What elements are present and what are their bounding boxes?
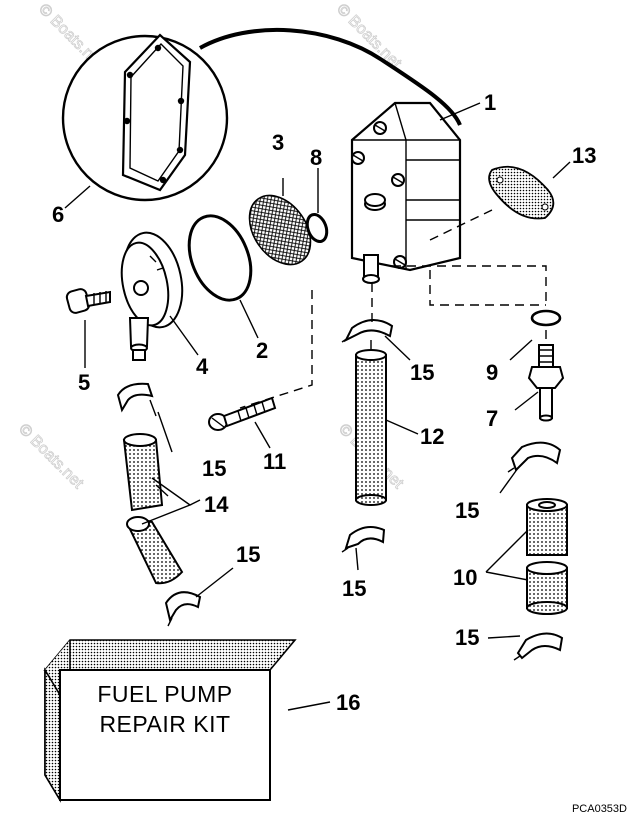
part-7-fitting xyxy=(527,344,565,422)
callout-7: 7 xyxy=(486,406,498,431)
part-15-clamp-e xyxy=(164,591,202,627)
callout-numbers: 1 13 3 8 6 2 4 5 15 9 7 12 11 15 14 15 1… xyxy=(52,90,596,715)
part-15-clamp-a xyxy=(341,319,394,343)
part-13-gasket xyxy=(488,165,555,220)
part-15-clamp-f xyxy=(513,632,564,661)
callout-15-d: 15 xyxy=(342,576,366,601)
part-2-o-ring xyxy=(187,214,253,302)
part-3-filter-screen xyxy=(248,194,312,266)
diagram-code: PCA0353D xyxy=(572,803,627,815)
callout-15-e: 15 xyxy=(236,542,260,567)
callout-11: 11 xyxy=(263,449,286,474)
part-14-fuel-hoses xyxy=(122,433,184,585)
callout-1: 1 xyxy=(484,90,496,115)
callout-8: 8 xyxy=(310,145,322,170)
part-10-filter-elements xyxy=(526,498,568,615)
callout-14: 14 xyxy=(204,492,229,517)
part-6-gasket-detail xyxy=(61,28,462,202)
part-1-fuel-pump-body xyxy=(350,101,462,284)
callout-2: 2 xyxy=(256,338,268,363)
assembly-dashed-lines xyxy=(239,209,547,409)
callout-10: 10 xyxy=(453,565,477,590)
part-15-clamp-b xyxy=(116,382,157,417)
callout-15-a: 15 xyxy=(410,360,434,385)
part-8-o-ring xyxy=(305,212,329,244)
callout-3: 3 xyxy=(272,130,284,155)
leader-lines xyxy=(64,102,571,711)
callout-13: 13 xyxy=(572,143,596,168)
part-15-clamp-d xyxy=(341,525,386,553)
part-4-pump-cover xyxy=(120,231,184,361)
callout-5: 5 xyxy=(78,370,90,395)
callout-9: 9 xyxy=(486,360,498,385)
watermark-left: © Boats.net xyxy=(15,421,87,493)
callout-15-c: 15 xyxy=(455,498,479,523)
part-5-screw xyxy=(65,288,111,314)
callout-4: 4 xyxy=(196,354,209,379)
callout-16: 16 xyxy=(336,690,360,715)
part-12-filter-element xyxy=(355,349,387,506)
repair-kit-label-line1: FUEL PUMP xyxy=(97,681,232,707)
watermark-top-right: © Boats.net xyxy=(333,1,405,73)
callout-15-b: 15 xyxy=(202,456,226,481)
part-9-o-ring xyxy=(530,309,562,327)
part-11-screw xyxy=(208,396,277,431)
part-15-clamp-c xyxy=(507,441,562,473)
repair-kit-label-line2: REPAIR KIT xyxy=(99,711,230,737)
callout-6: 6 xyxy=(52,202,64,227)
callout-15-f: 15 xyxy=(455,625,479,650)
callout-12: 12 xyxy=(420,424,444,449)
part-16-repair-kit-box: FUEL PUMP REPAIR KIT xyxy=(43,639,297,803)
